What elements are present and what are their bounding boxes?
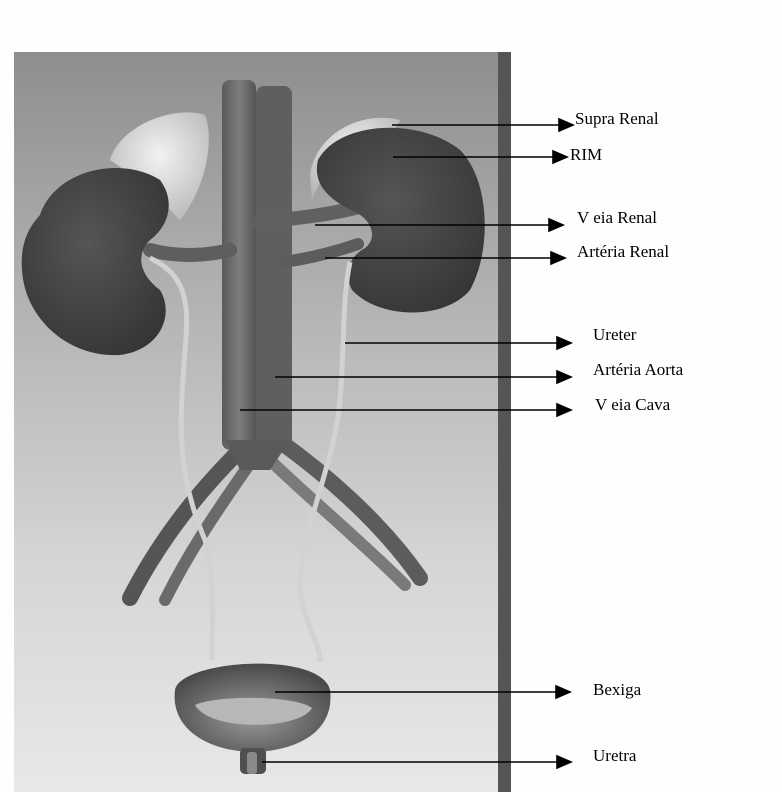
label-rim: RIM: [570, 146, 602, 163]
label-uretra: Uretra: [593, 747, 636, 764]
label-arteria-renal: Artéria Renal: [577, 243, 669, 260]
main-vessels: [222, 80, 292, 470]
label-veia-cava: V eia Cava: [595, 396, 670, 413]
label-arteria-aorta: Artéria Aorta: [593, 361, 683, 378]
label-ureter: Ureter: [593, 326, 636, 343]
label-veia-renal: V eia Renal: [577, 209, 657, 226]
label-supra-renal: Supra Renal: [575, 110, 659, 127]
vena-cava-shape: [222, 80, 256, 450]
photo-border-bar: [498, 52, 511, 792]
label-bexiga: Bexiga: [593, 681, 641, 698]
